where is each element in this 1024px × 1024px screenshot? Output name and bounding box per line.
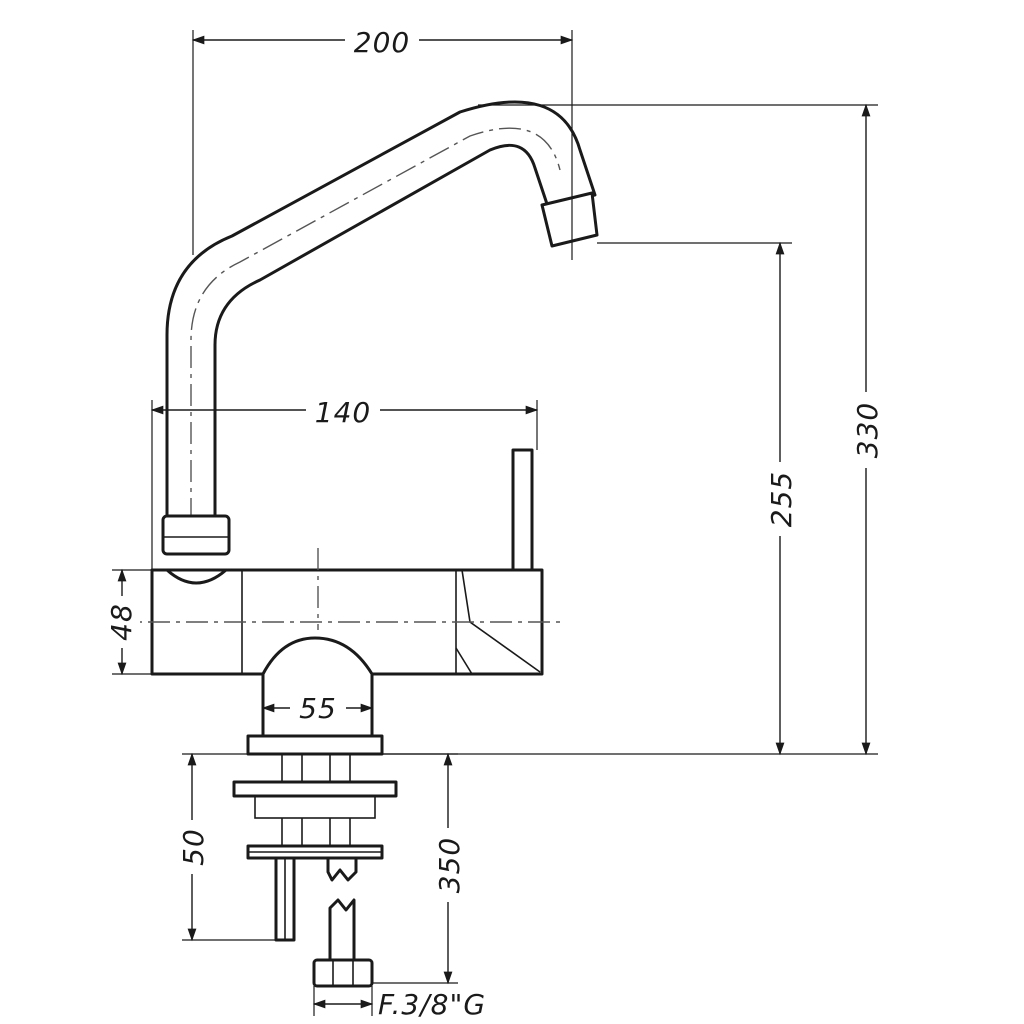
dimension-connection: F.3/8"G (312, 986, 486, 1021)
dimension-spout-height: 255 (597, 241, 798, 756)
dim-label-50: 50 (177, 828, 210, 866)
supply-hose-top (326, 856, 358, 882)
spout-tip (540, 191, 599, 248)
dimension-total-height: 330 (382, 103, 884, 756)
hex-nut (312, 958, 374, 988)
dim-label-48: 48 (105, 603, 138, 641)
dim-label-140: 140 (315, 396, 371, 429)
dimension-body-length: 140 (150, 392, 539, 570)
spout (161, 100, 599, 556)
dimension-body-height: 48 (104, 568, 152, 676)
dim-label-330: 330 (851, 402, 884, 458)
connection-label: F.3/8"G (378, 988, 486, 1021)
swivel-collar (161, 514, 231, 556)
dimension-spout-reach: 200 (191, 22, 574, 260)
dimension-base-width: 55 (261, 690, 374, 736)
lever-handle (511, 448, 534, 572)
dim-label-200: 200 (354, 26, 410, 59)
dim-label-55: 55 (299, 692, 337, 725)
supply-hose (328, 898, 356, 962)
dimension-shank-length: 50 (177, 752, 276, 942)
dim-label-350: 350 (433, 837, 466, 893)
dim-label-255: 255 (765, 471, 798, 527)
